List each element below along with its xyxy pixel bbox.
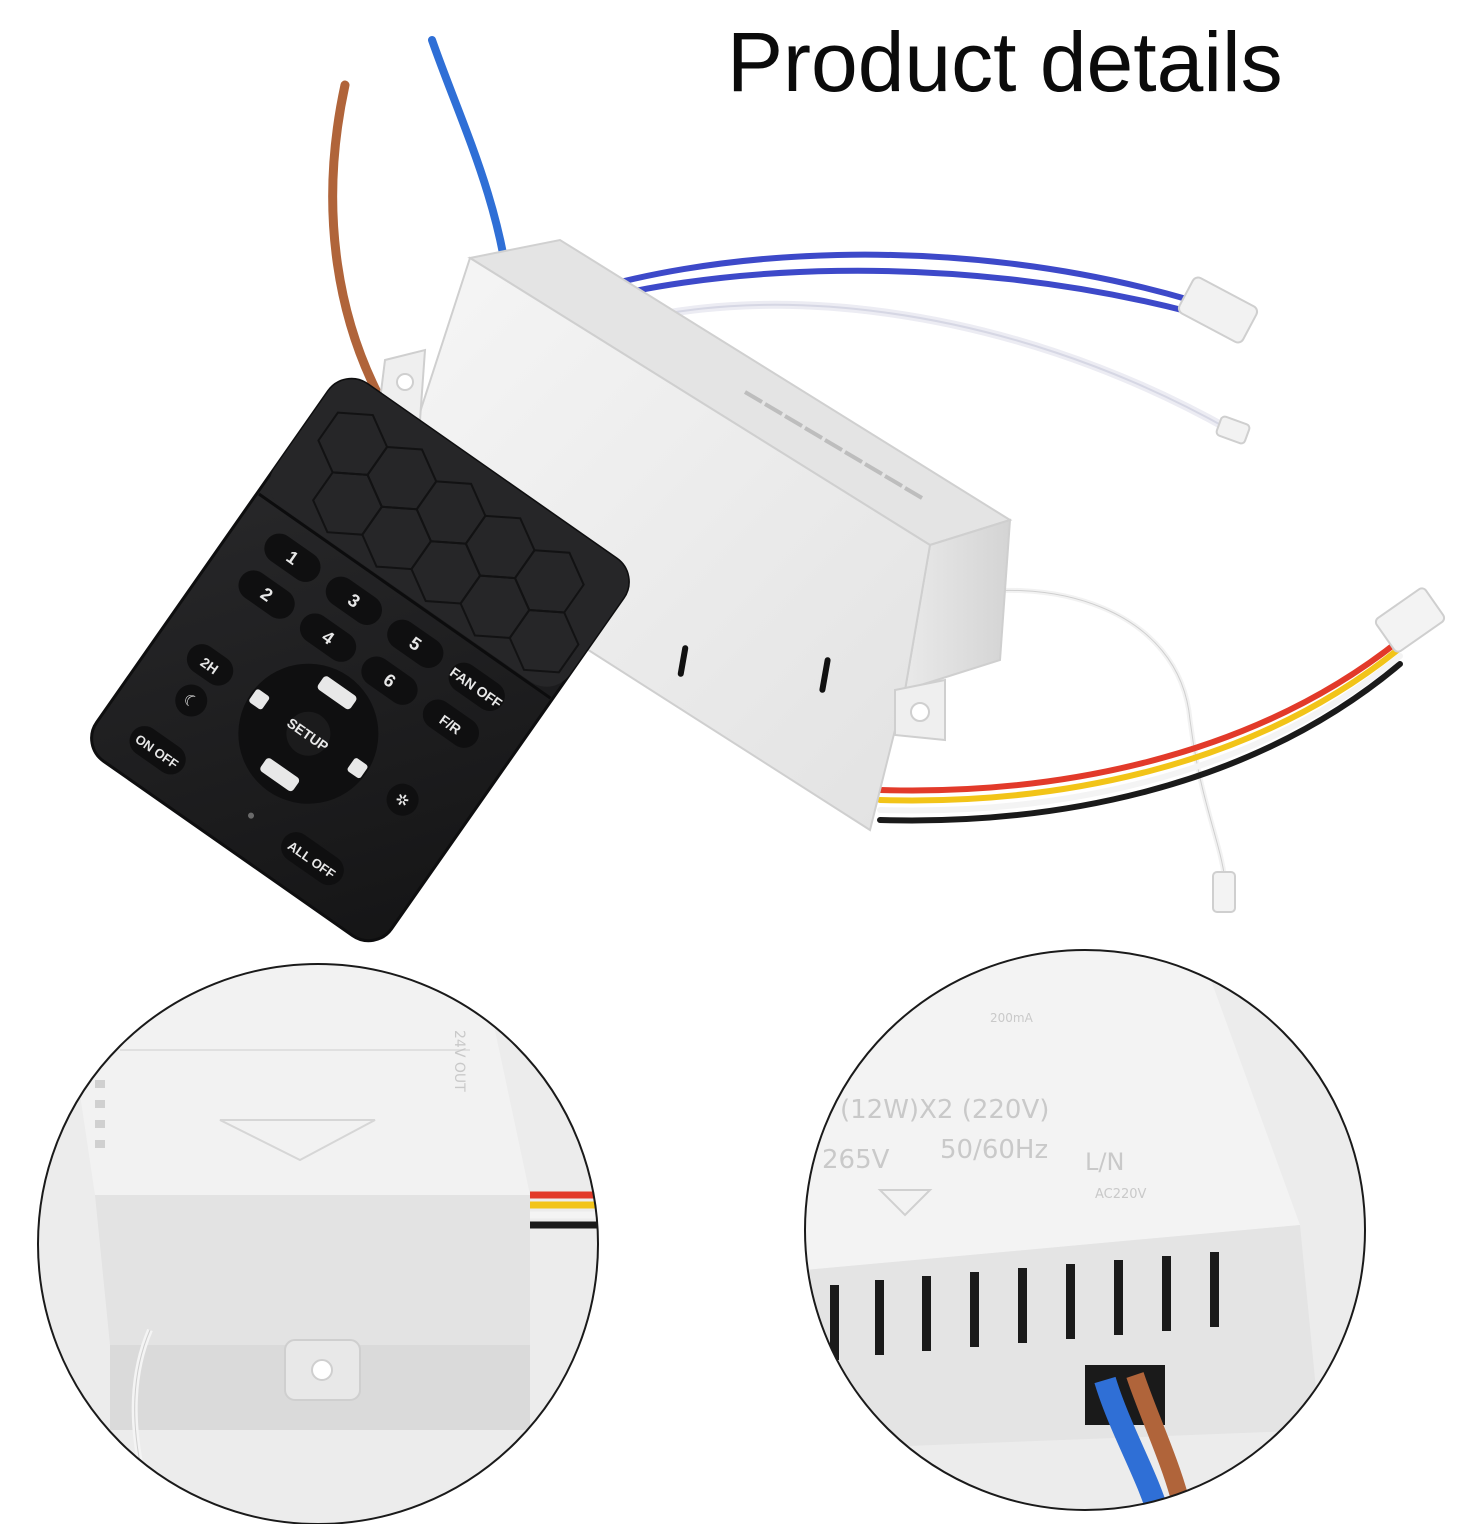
spec-ac: AC220V	[1095, 1187, 1147, 1202]
spec-power: (12W)X2 (220V)	[840, 1095, 1049, 1125]
spec-freq: 50/60Hz	[940, 1135, 1048, 1165]
wire-connectors	[1177, 276, 1446, 913]
remote-control: 1 3 5 FAN OFF 2 4 6 F/R SETUP 2H ✲ ON OF…	[90, 377, 630, 943]
page-title: Product details	[727, 15, 1283, 109]
zoom-detail-left: 24V OUT	[37, 963, 599, 1524]
zoom-detail-right: 200mA (12W)X2 (220V) 265V 50/60Hz L/N AC…	[804, 949, 1366, 1511]
spec-voltage: 265V	[822, 1145, 890, 1175]
spec-ma: 200mA	[990, 1011, 1034, 1025]
spec-ln: L/N	[1085, 1148, 1124, 1176]
vent-slots	[830, 1252, 1219, 1360]
hex-texture	[312, 411, 585, 674]
zoom-left-label: 24V OUT	[451, 1030, 467, 1092]
